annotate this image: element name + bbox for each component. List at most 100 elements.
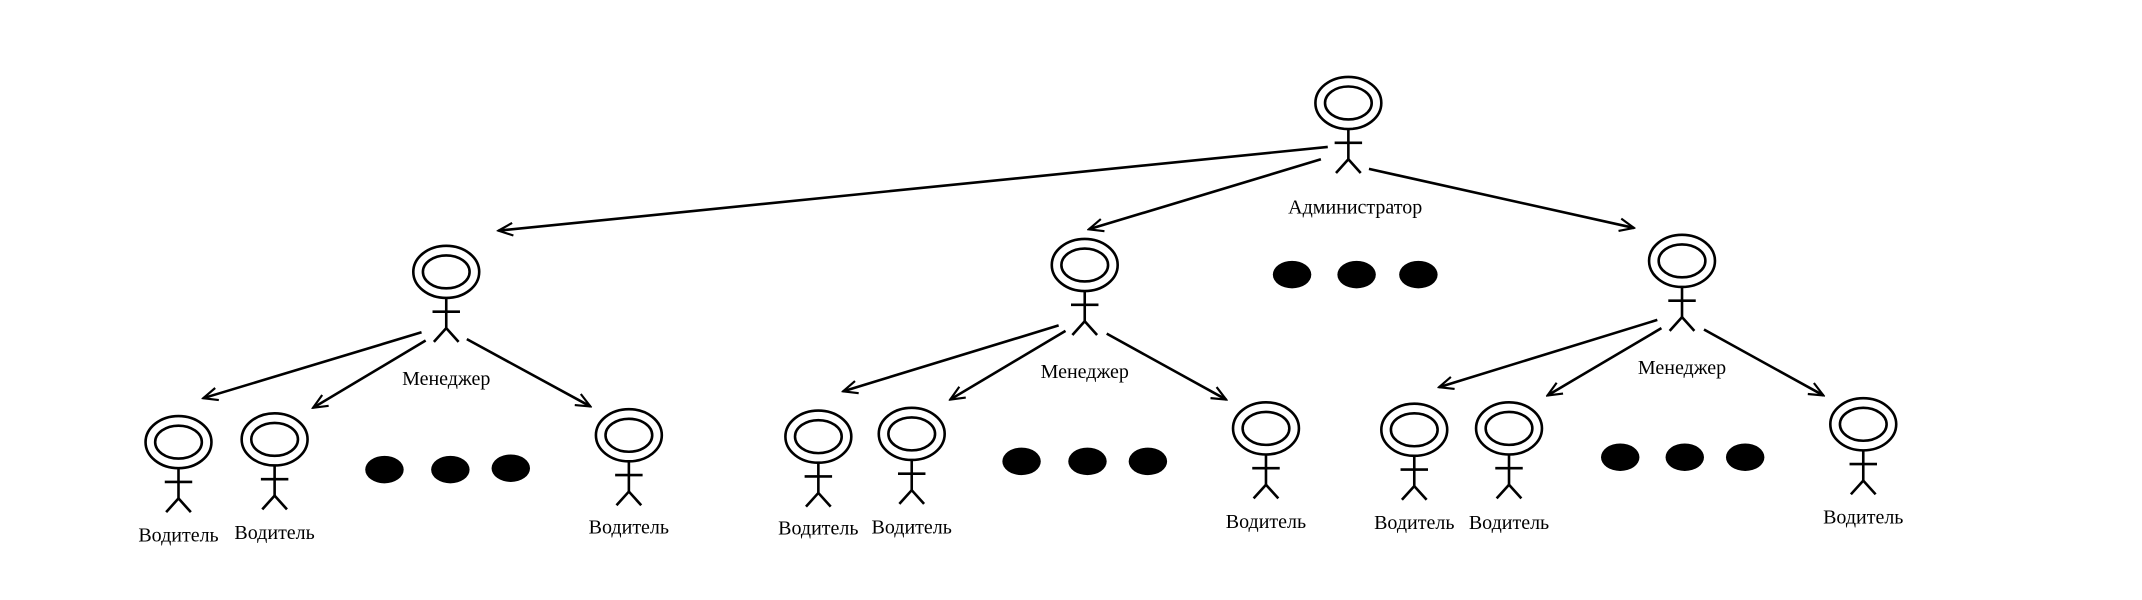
arrow-mgr1-to-drv1a xyxy=(203,331,422,398)
driver-label: Водитель xyxy=(1469,512,1549,534)
actor-right-leg xyxy=(1413,485,1428,501)
actor-head-outer xyxy=(240,411,309,467)
manager-label: Менеджер xyxy=(1041,361,1129,383)
driver-actor: Водитель xyxy=(589,407,669,538)
relation-arrows xyxy=(203,145,1823,408)
ellipsis-dot-2 xyxy=(1068,447,1107,476)
ellipsis-admin-level xyxy=(1272,260,1438,289)
actor-left-leg xyxy=(1495,483,1510,500)
actor-right-leg xyxy=(910,489,926,505)
actor-right-leg xyxy=(445,327,460,343)
actor-head-inner xyxy=(1323,85,1374,121)
manager-label: Менеджер xyxy=(1638,357,1726,379)
manager-actor: Менеджер xyxy=(402,244,490,390)
actor-head-inner xyxy=(1484,410,1534,447)
actor-right-leg xyxy=(1681,316,1696,332)
actor-head-outer xyxy=(784,409,853,465)
actor-right-leg xyxy=(177,497,192,514)
ellipsis-manager-1 xyxy=(365,454,531,484)
actor-head-inner xyxy=(604,417,654,454)
actor-left-leg xyxy=(1071,320,1086,336)
ellipsis-dot-3 xyxy=(491,454,531,482)
driver-label: Водитель xyxy=(234,522,314,544)
actor-head-inner xyxy=(1657,243,1707,279)
driver-label: Водитель xyxy=(778,518,858,540)
ellipsis-dot-1 xyxy=(1002,447,1041,476)
arrow-mgr1-to-drv1c xyxy=(466,338,591,406)
ellipsis-dot-3 xyxy=(1399,260,1438,289)
actor-head-inner xyxy=(793,418,843,455)
driver-actor: Водитель xyxy=(1823,396,1903,529)
ellipsis-manager-3 xyxy=(1601,443,1765,471)
arrow-mgr3-to-drv3b xyxy=(1547,327,1663,395)
manager-actor: Менеджер xyxy=(1041,237,1129,383)
driver-label: Водитель xyxy=(1226,511,1306,533)
actor-head-inner xyxy=(153,424,204,460)
actor-head-outer xyxy=(1829,396,1898,452)
arrow-mgr3-to-drv3c xyxy=(1703,328,1823,396)
driver-actor: Водитель xyxy=(1469,401,1549,534)
administrator-actor: Администратор xyxy=(1288,75,1422,218)
driver-actor: Водитель xyxy=(1226,401,1306,533)
actor-left-leg xyxy=(1335,158,1350,174)
manager-label: Менеджер xyxy=(402,368,490,390)
actor-head-outer xyxy=(1231,401,1301,456)
actor-right-leg xyxy=(1083,320,1099,336)
arrow-mgr3-to-drv3a xyxy=(1439,318,1658,387)
actor-right-leg xyxy=(1862,479,1877,496)
actor-right-leg xyxy=(1508,483,1523,500)
arrow-mgr2-to-drv2c xyxy=(1106,332,1226,400)
actor-right-leg xyxy=(1265,483,1280,500)
actor-head-outer xyxy=(144,414,213,470)
driver-label: Водитель xyxy=(1374,512,1454,534)
ellipsis-dot-1 xyxy=(1601,443,1640,471)
actor-head-inner xyxy=(249,421,300,458)
driver-actor: Водитель xyxy=(234,411,315,544)
actor-left-leg xyxy=(1668,316,1683,332)
arrow-admin-to-mgr3 xyxy=(1368,167,1634,228)
actor-left-leg xyxy=(615,490,630,507)
manager-actor: Менеджер xyxy=(1638,233,1726,379)
actor-head-outer xyxy=(1474,401,1544,456)
actor-head-inner xyxy=(887,416,937,452)
arrow-mgr2-to-drv2b xyxy=(950,329,1067,400)
driver-label: Водитель xyxy=(589,516,669,538)
actor-left-leg xyxy=(261,494,276,511)
arrow-admin-to-mgr1 xyxy=(498,145,1328,231)
actor-head-inner xyxy=(421,254,471,290)
driver-label: Водитель xyxy=(1823,507,1903,529)
ellipsis-dot-3 xyxy=(1128,447,1168,476)
actor-right-leg xyxy=(817,492,832,508)
ellipsis-dot-2 xyxy=(431,455,470,484)
actor-left-leg xyxy=(432,327,448,343)
ellipsis-dot-1 xyxy=(1272,260,1312,289)
actor-head-inner xyxy=(1060,247,1110,283)
ellipsis-markers xyxy=(365,260,1765,484)
actor-left-leg xyxy=(165,497,180,514)
actor-left-leg xyxy=(898,489,913,505)
arrow-mgr1-to-drv1b xyxy=(313,339,427,408)
ellipsis-dot-2 xyxy=(1337,260,1376,289)
ellipsis-manager-2 xyxy=(1002,447,1168,476)
driver-label: Водитель xyxy=(872,516,952,538)
actor-right-leg xyxy=(1347,158,1362,174)
ellipsis-dot-3 xyxy=(1725,443,1765,471)
actor-left-leg xyxy=(1252,483,1267,500)
actor-right-leg xyxy=(627,490,643,507)
actor-head-outer xyxy=(594,407,664,463)
driver-actor: Водитель xyxy=(1374,402,1454,534)
actor-head-inner xyxy=(1389,411,1439,448)
arrow-mgr2-to-drv2a xyxy=(843,324,1060,391)
actor-left-leg xyxy=(1400,485,1416,501)
actor-right-leg xyxy=(273,494,288,511)
ellipsis-dot-1 xyxy=(365,455,404,484)
actor-head-inner xyxy=(1241,410,1291,447)
driver-actor: Водитель xyxy=(138,414,219,547)
arrow-admin-to-mgr2 xyxy=(1089,158,1322,229)
administrator-label: Администратор xyxy=(1288,196,1422,218)
actor-head-inner xyxy=(1838,406,1888,443)
driver-label: Водитель xyxy=(138,525,218,547)
driver-actor: Водитель xyxy=(778,409,859,540)
